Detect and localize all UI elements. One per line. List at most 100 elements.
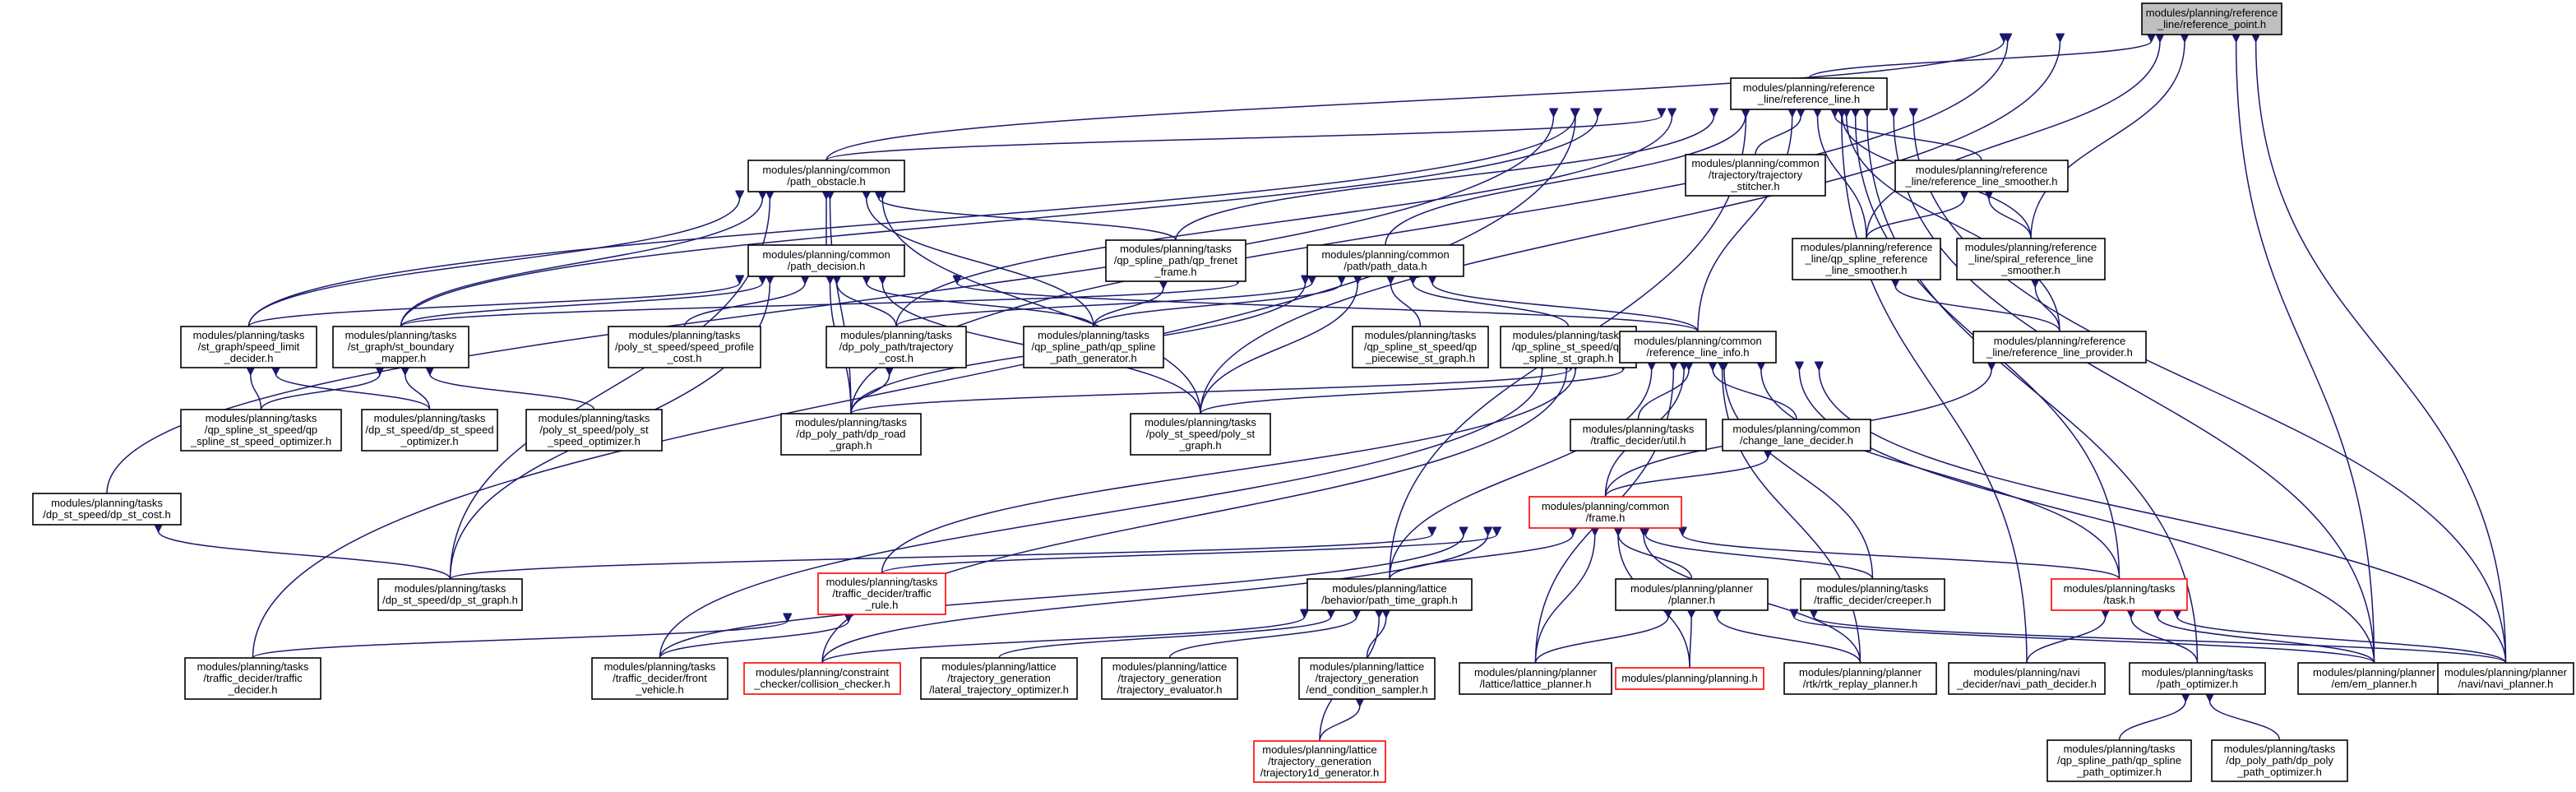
node-label: /planner.h [1668, 594, 1715, 606]
node-label: modules/planning/common [1542, 500, 1669, 512]
node-qp-spline-path-optimizer[interactable]: modules/planning/tasks/qp_spline_path/qp… [2046, 739, 2192, 782]
dependency-edge [430, 374, 595, 410]
node-label: _speed_optimizer.h [547, 435, 641, 447]
node-reference-line-provider[interactable]: modules/planning/reference_line/referenc… [1972, 331, 2147, 364]
node-frame[interactable]: modules/planning/common/frame.h [1528, 496, 1682, 529]
dependency-edge [1866, 198, 1964, 239]
dependency-edge [252, 621, 788, 659]
node-reference-line-smoother[interactable]: modules/planning/reference_line/referenc… [1894, 160, 2069, 192]
node-box [1948, 662, 2106, 695]
node-label: modules/planning/tasks [826, 576, 938, 588]
node-label: modules/planning/tasks [2064, 743, 2176, 755]
node-box [1459, 662, 1612, 695]
dependency-edge [1690, 617, 1691, 669]
node-dp-st-cost[interactable]: modules/planning/tasks/dp_st_speed/dp_st… [32, 493, 182, 526]
node-box [747, 160, 905, 192]
node-traffic-decider-util[interactable]: modules/planning/tasks/traffic_decider/u… [1570, 419, 1707, 452]
dependency-edge [1814, 617, 2507, 664]
node-navi-path-decider[interactable]: modules/planning/navi_decider/navi_path_… [1948, 662, 2106, 695]
node-spiral-reference-line-smoother[interactable]: modules/planning/reference_line/spiral_r… [1956, 238, 2106, 280]
node-planner[interactable]: modules/planning/planner/planner.h [1615, 578, 1769, 611]
node-lattice-planner[interactable]: modules/planning/planner/lattice/lattice… [1459, 662, 1612, 695]
node-label: modules/planning/tasks [395, 582, 506, 595]
node-label: _line_smoother.h [1824, 264, 1907, 276]
node-box [1972, 331, 2147, 364]
node-path-obstacle[interactable]: modules/planning/common/path_obstacle.h [747, 160, 905, 192]
node-box [780, 413, 922, 456]
node-label: modules/planning/reference [1994, 335, 2125, 347]
node-qp-piecewise-st-graph[interactable]: modules/planning/tasks/qp_spline_st_spee… [1352, 326, 1489, 368]
dependency-edge [2026, 617, 2106, 664]
node-box [1298, 657, 1436, 700]
dependency-edge [826, 116, 1662, 161]
node-label: _decider.h [228, 683, 278, 696]
node-trajectory-cost[interactable]: modules/planning/tasks/dp_poly_path/traj… [826, 326, 967, 368]
node-label: /qp_spline_st_speed/qp [205, 424, 317, 436]
node-change-lane-decider[interactable]: modules/planning/common/change_lane_deci… [1722, 419, 1871, 452]
node-qp-spline-st-graph[interactable]: modules/planning/tasks/qp_spline_st_spee… [1500, 326, 1637, 368]
node-label: modules/planning/common [1691, 157, 1819, 169]
dependency-edge [1200, 369, 1623, 415]
node-path-decision[interactable]: modules/planning/common/path_decision.h [747, 244, 905, 277]
node-qp-spline-reference-line-smoother[interactable]: modules/planning/reference_line/qp_splin… [1792, 238, 1941, 280]
node-dp-st-speed-optimizer[interactable]: modules/planning/tasks/dp_st_speed/dp_st… [361, 409, 498, 452]
node-dp-st-graph[interactable]: modules/planning/tasks/dp_st_speed/dp_st… [377, 578, 523, 611]
node-label: modules/planning/lattice [1112, 660, 1227, 673]
node-box [377, 578, 523, 611]
node-front-vehicle[interactable]: modules/planning/tasks/traffic_decider/f… [591, 657, 728, 700]
node-task[interactable]: modules/planning/tasks/task.h [2051, 578, 2188, 611]
node-label: /task.h [2103, 594, 2134, 606]
dependency-edge [895, 116, 1672, 327]
node-label: modules/planning/planner [1630, 582, 1754, 595]
node-label: /dp_st_speed/dp_st_cost.h [43, 508, 170, 521]
node-reference-point[interactable]: modules/planning/reference_line/referenc… [2141, 2, 2282, 35]
node-path-data[interactable]: modules/planning/common/path/path_data.h [1306, 244, 1464, 277]
node-reference-line-info[interactable]: modules/planning/common/reference_line_i… [1619, 331, 1777, 364]
node-poly-st-speed-optimizer[interactable]: modules/planning/tasks/poly_st_speed/pol… [525, 409, 663, 452]
dependency-edge [1200, 41, 2060, 415]
node-label: modules/planning/planner [1474, 666, 1598, 679]
node-speed-limit-decider[interactable]: modules/planning/tasks/st_graph/speed_li… [180, 326, 317, 368]
node-box [743, 662, 901, 695]
dependency-edge [1385, 116, 1746, 246]
node-st-boundary-mapper[interactable]: modules/planning/tasks/st_graph/st_bound… [332, 326, 469, 368]
node-label: /trajectory1d_generator.h [1260, 767, 1380, 779]
node-end-condition-sampler[interactable]: modules/planning/lattice/trajectory_gene… [1298, 657, 1436, 700]
dependency-edge [276, 374, 431, 410]
node-rtk-replay-planner[interactable]: modules/planning/planner/rtk/rtk_replay_… [1783, 662, 1937, 695]
dependency-edge [659, 369, 1542, 659]
node-reference-line[interactable]: modules/planning/reference_line/referenc… [1730, 77, 1888, 110]
node-traffic-rule[interactable]: modules/planning/tasks/traffic_decider/t… [817, 572, 946, 615]
node-path-optimizer[interactable]: modules/planning/tasks/path_optimizer.h [2129, 662, 2266, 695]
node-dp-road-graph[interactable]: modules/planning/tasks/dp_poly_path/dp_r… [780, 413, 922, 456]
node-trajectory-stitcher[interactable]: modules/planning/common/trajectory/traje… [1685, 154, 1826, 197]
node-label: modules/planning/lattice [1310, 660, 1424, 673]
node-trajectory-evaluator[interactable]: modules/planning/lattice/trajectory_gene… [1101, 657, 1238, 700]
node-box [1352, 326, 1489, 368]
node-path-time-graph[interactable]: modules/planning/lattice/behavior/path_t… [1306, 578, 1473, 611]
node-qp-spline-st-speed-optimizer[interactable]: modules/planning/tasks/qp_spline_st_spee… [180, 409, 342, 452]
node-label: /trajectory_generation [947, 672, 1051, 684]
node-dp-poly-path-optimizer[interactable]: modules/planning/tasks/dp_poly_path/dp_p… [2211, 739, 2348, 782]
node-poly-st-graph[interactable]: modules/planning/tasks/poly_st_speed/pol… [1130, 413, 1271, 456]
node-creeper[interactable]: modules/planning/tasks/traffic_decider/c… [1800, 578, 1945, 611]
node-label: modules/planning/tasks [629, 329, 741, 341]
node-qp-spline-path-generator[interactable]: modules/planning/tasks/qp_spline_path/qp… [1023, 326, 1164, 368]
node-label: _cost.h [667, 352, 702, 364]
node-collision-checker[interactable]: modules/planning/constraint_checker/coll… [743, 662, 901, 695]
node-em-planner[interactable]: modules/planning/planner/em/em_planner.h [2297, 662, 2451, 695]
node-traffic-decider-traffic-decider[interactable]: modules/planning/tasks/traffic_decider/t… [184, 657, 321, 700]
dependency-edge [1818, 116, 1867, 239]
node-lateral-trajectory-optimizer[interactable]: modules/planning/lattice/trajectory_gene… [920, 657, 1078, 700]
node-label: _path_optimizer.h [2076, 766, 2162, 778]
node-qp-frenet-frame[interactable]: modules/planning/tasks/qp_spline_path/qp… [1105, 239, 1246, 282]
node-trajectory1d-generator[interactable]: modules/planning/lattice/trajectory_gene… [1253, 740, 1386, 783]
dependency-edge [821, 535, 1488, 664]
node-planning[interactable]: modules/planning/planning.h [1615, 667, 1764, 690]
dependency-edge [1799, 369, 2375, 664]
node-label: modules/planning/tasks [345, 329, 457, 341]
node-speed-profile-cost[interactable]: modules/planning/tasks/poly_st_speed/spe… [608, 326, 761, 368]
node-label: /reference_line_info.h [1646, 346, 1749, 359]
node-navi-planner[interactable]: modules/planning/planner/navi/navi_plann… [2437, 662, 2574, 695]
node-label: modules/planning/tasks [840, 329, 952, 341]
